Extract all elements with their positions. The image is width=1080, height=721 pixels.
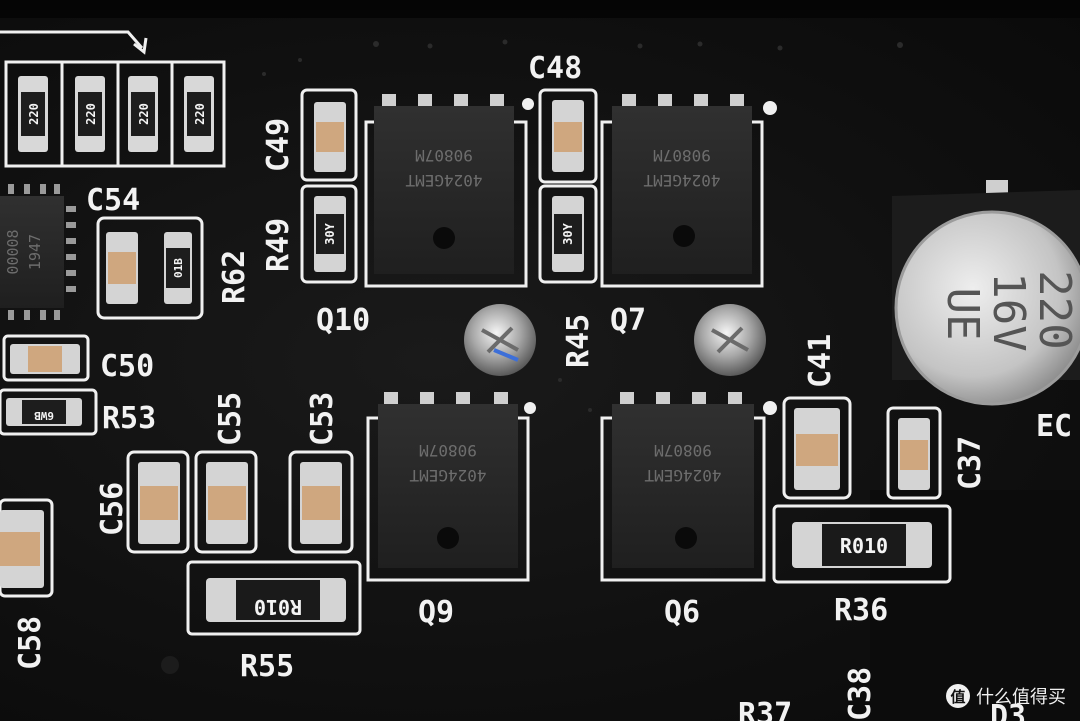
electrolytic-capacitor: 220 16V UE	[892, 180, 1080, 406]
label-q10: Q10	[316, 303, 370, 338]
label-c50: C50	[100, 349, 154, 384]
label-r53: R53	[102, 401, 156, 436]
resistor-mark: 220	[27, 103, 41, 125]
label-r37: R37	[738, 697, 792, 721]
capacitor-c48	[552, 100, 584, 172]
capacitor-c58	[0, 510, 44, 588]
label-c38: C38	[843, 667, 878, 721]
svg-text:30Y: 30Y	[323, 222, 337, 244]
resistor-r53: 6WB	[6, 398, 82, 426]
label-c41: C41	[803, 334, 838, 388]
label-c56: C56	[95, 482, 130, 536]
zhi-logo-icon: 值	[946, 684, 970, 708]
svg-text:30Y: 30Y	[561, 222, 575, 244]
svg-text:90807M: 90807M	[654, 441, 712, 460]
svg-text:01B: 01B	[172, 258, 185, 278]
ic-marking-line1: 00008	[4, 229, 22, 274]
cap-value: 220	[1029, 270, 1080, 349]
mosfet-q9: 4024GEMT 90807M	[366, 392, 530, 582]
label-r36: R36	[834, 593, 888, 628]
resistor-mark: 220	[193, 103, 207, 125]
resistor-r45: 30Y	[552, 196, 584, 272]
capacitor-c55	[206, 462, 248, 544]
resistor-r36: R010	[792, 522, 932, 568]
svg-text:4024GEMT: 4024GEMT	[644, 466, 721, 485]
capacitor-c50	[10, 344, 80, 374]
capacitor-c53	[300, 462, 342, 544]
mosfet-q10: 4024GEMT 90807M	[364, 94, 528, 288]
label-r49: R49	[261, 218, 296, 272]
label-c37: C37	[953, 436, 988, 490]
resistor-r220-3: 220	[128, 76, 158, 152]
capacitor-c49	[314, 102, 346, 172]
label-c53: C53	[305, 392, 340, 446]
resistor-r55: R010	[206, 578, 346, 622]
label-c49: C49	[261, 118, 296, 172]
mosfet-q7: 4024GEMT 90807M	[600, 94, 764, 288]
capacitor-c41	[794, 408, 840, 490]
capacitor-c37	[898, 418, 930, 490]
label-r45: R45	[561, 314, 596, 368]
svg-text:90807M: 90807M	[419, 441, 477, 460]
svg-text:4024GEMT: 4024GEMT	[409, 466, 486, 485]
capacitor-c54	[106, 232, 138, 304]
resistor-r220-4: 220	[184, 76, 214, 152]
svg-text:6WB: 6WB	[34, 409, 54, 422]
svg-text:90807M: 90807M	[653, 146, 711, 165]
label-c55: C55	[213, 392, 248, 446]
resistor-r220-1: 220	[18, 76, 48, 152]
label-q6: Q6	[664, 595, 700, 630]
label-c58: C58	[13, 616, 48, 670]
resistor-r220-2: 220	[75, 76, 105, 152]
resistor-mark: 220	[84, 103, 98, 125]
ic-chip: 00008 1947	[0, 184, 76, 320]
watermark-text: 什么值得买	[976, 687, 1066, 708]
label-r55: R55	[240, 649, 294, 684]
label-d3: D3	[990, 699, 1026, 721]
label-c48: C48	[528, 51, 582, 86]
svg-text:4024GEMT: 4024GEMT	[643, 171, 720, 190]
label-c54: C54	[86, 183, 140, 218]
ic-marking-line2: 1947	[26, 234, 44, 270]
label-ec: EC	[1036, 409, 1072, 444]
screw-right	[694, 304, 766, 376]
svg-text:4024GEMT: 4024GEMT	[405, 171, 482, 190]
label-r62: R62	[217, 250, 252, 304]
svg-text:R010: R010	[840, 534, 888, 558]
label-q9: Q9	[418, 595, 454, 630]
resistor-r49: 30Y	[314, 196, 346, 272]
cap-voltage: 16V	[983, 272, 1034, 351]
screw-left	[464, 304, 536, 376]
svg-text:R010: R010	[254, 595, 302, 619]
label-q7: Q7	[610, 303, 646, 338]
svg-text:90807M: 90807M	[415, 146, 473, 165]
capacitor-c56	[138, 462, 180, 544]
cap-series: UE	[937, 288, 988, 341]
watermark: 值 什么值得买	[946, 683, 1066, 709]
mosfet-q6: 4024GEMT 90807M	[600, 392, 766, 582]
resistor-mark: 220	[137, 103, 151, 125]
resistor-r62: 01B	[164, 232, 192, 304]
